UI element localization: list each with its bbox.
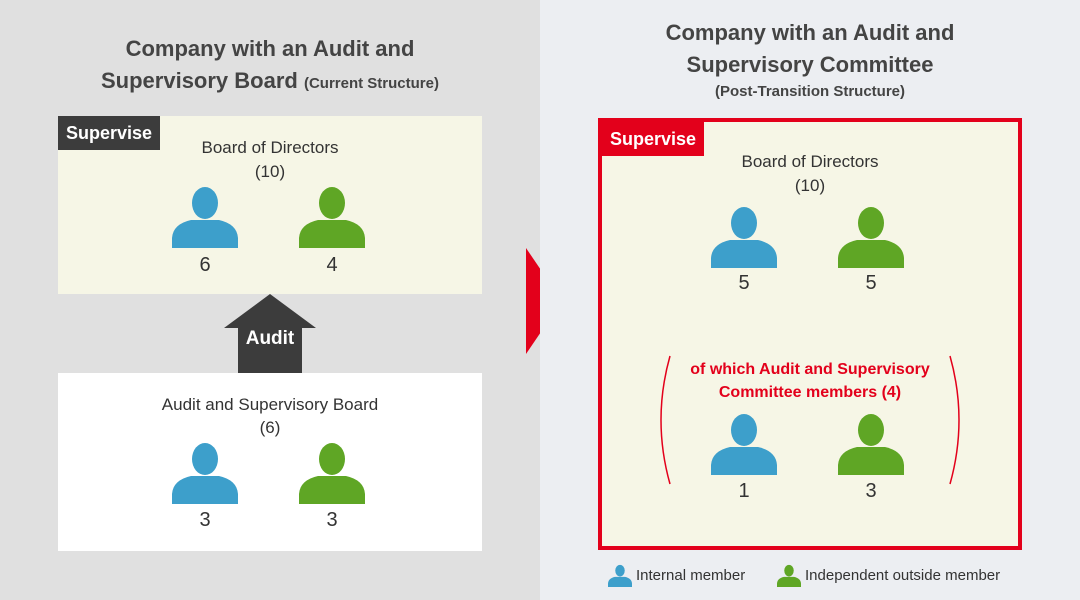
right-board-box: Supervise Board of Directors (10) 5 5 of…: [598, 118, 1022, 550]
right-title-line1: Company with an Audit and: [665, 20, 955, 45]
committee-outside-count: 3: [865, 480, 877, 502]
internal-member-icon: [172, 187, 238, 248]
committee-internal-count: 1: [738, 480, 750, 502]
legend-internal: Internal member: [608, 563, 745, 587]
left-board-count: (10): [254, 162, 286, 181]
left-title: Company with an Audit and Supervisory Bo…: [0, 33, 540, 100]
legend-outside-icon: [777, 564, 801, 587]
audit-board-outside-count: 3: [326, 509, 338, 531]
audit-board-title: Audit and Supervisory Board: [161, 395, 379, 414]
current-structure-panel: Company with an Audit and Supervisory Bo…: [0, 0, 540, 600]
left-title-suffix: (Current Structure): [303, 75, 439, 92]
internal-member-icon: [711, 207, 777, 268]
audit-board-count: (6): [259, 418, 281, 437]
right-bracket: [949, 355, 960, 485]
right-title: Company with an Audit and Supervisory Co…: [540, 17, 1080, 103]
committee-caption-line2: Committee members (4): [718, 384, 902, 401]
left-title-line1: Company with an Audit and: [125, 36, 415, 61]
audit-board-internal-count: 3: [199, 509, 211, 531]
internal-member-icon: [711, 414, 777, 475]
committee-caption: of which Audit and Supervisory Committee…: [660, 358, 960, 404]
audit-label: Audit: [245, 328, 295, 349]
right-title-line2: Supervisory Committee: [686, 52, 934, 77]
audit-arrow: [224, 294, 316, 374]
right-board-internal-count: 5: [738, 272, 750, 294]
right-board-outside-count: 5: [865, 272, 877, 294]
legend-outside: Independent outside member: [777, 563, 1000, 587]
left-supervise-tag: Supervise: [58, 116, 161, 150]
legend-internal-icon: [608, 564, 632, 587]
committee-caption-line1: of which Audit and Supervisory: [690, 361, 930, 378]
right-board-title: Board of Directors: [741, 152, 879, 171]
left-board-title: Board of Directors: [201, 138, 339, 157]
right-board-count: (10): [794, 176, 826, 195]
legend-internal-label: Internal member: [636, 566, 746, 584]
outside-member-icon: [299, 443, 365, 504]
left-board-box: Supervise Board of Directors (10) 6 4: [58, 116, 482, 294]
audit-board-box: Audit and Supervisory Board (6) 3 3: [58, 373, 482, 551]
left-board-outside-count: 4: [326, 254, 338, 276]
left-title-line2: Supervisory Board: [101, 68, 298, 93]
left-board-internal-count: 6: [199, 254, 211, 276]
right-title-suffix: (Post-Transition Structure): [714, 83, 905, 100]
outside-member-icon: [838, 414, 904, 475]
outside-member-icon: [299, 187, 365, 248]
legend-outside-label: Independent outside member: [805, 566, 1001, 584]
right-supervise-tag: Supervise: [602, 122, 705, 156]
internal-member-icon: [172, 443, 238, 504]
outside-member-icon: [838, 207, 904, 268]
left-bracket: [660, 355, 671, 485]
post-transition-panel: Company with an Audit and Supervisory Co…: [540, 0, 1080, 600]
